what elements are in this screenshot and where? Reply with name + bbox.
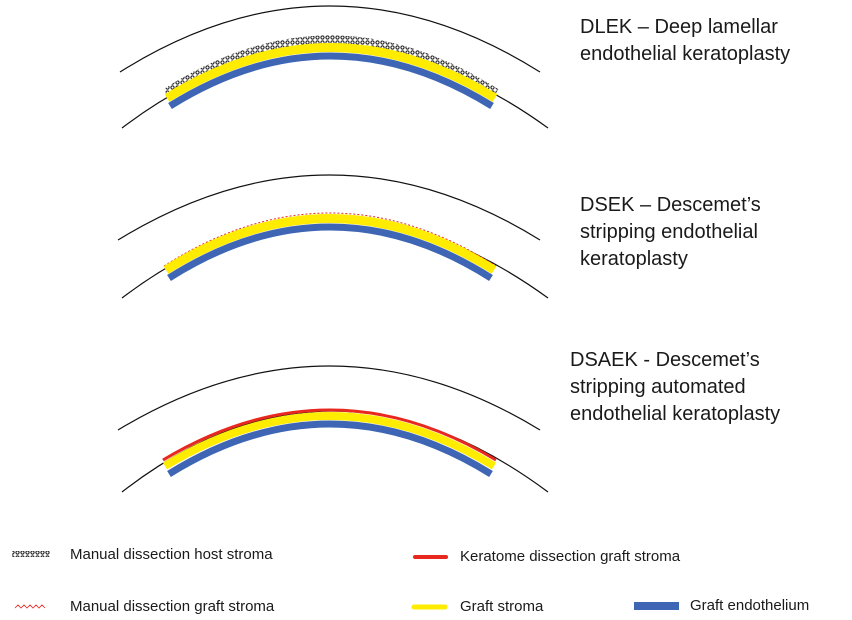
cornea-outer-curve bbox=[119, 5, 541, 73]
legend-label-keratome-graft-stroma: Keratome dissection graft stroma bbox=[460, 548, 681, 565]
dsaek-title: DSAEK - Descemet’s stripping automated e… bbox=[570, 347, 780, 428]
dsek-title-line-3: keratoplasty bbox=[580, 248, 688, 270]
legend bbox=[12, 551, 679, 610]
dsaek-panel bbox=[117, 365, 549, 493]
cornea-outer-curve bbox=[117, 174, 541, 241]
dsek-title: DSEK – Descemet’s stripping endothelial … bbox=[580, 192, 761, 273]
dsek-panel bbox=[117, 174, 549, 299]
legend-swatch-manual-host-stroma bbox=[12, 551, 50, 557]
dsaek-title-line-1: DSAEK - Descemet’s bbox=[570, 349, 760, 371]
dlek-panel bbox=[119, 5, 549, 129]
dsaek-title-line-3: endothelial keratoplasty bbox=[570, 403, 781, 425]
graft-stroma-layer bbox=[163, 214, 497, 274]
legend-label-graft-stroma: Graft stroma bbox=[460, 598, 544, 615]
dlek-title: DLEK – Deep lamellar endothelial keratop… bbox=[580, 14, 790, 68]
legend-swatch-manual-graft-stroma bbox=[14, 604, 46, 609]
manual-dissection-graft-stroma-layer bbox=[163, 212, 497, 267]
dsaek-title-line-2: stripping automated bbox=[570, 376, 746, 398]
graft-stroma-layer bbox=[164, 43, 498, 102]
legend-label-graft-endothelium: Graft endothelium bbox=[690, 597, 810, 614]
graft-endothelium-layer bbox=[167, 420, 493, 477]
dlek-title-line-2: endothelial keratoplasty bbox=[580, 43, 791, 65]
graft-endothelium-layer bbox=[167, 223, 493, 281]
dsek-title-line-1: DSEK – Descemet’s bbox=[580, 194, 761, 216]
keratome-dissection-graft-stroma-layer bbox=[162, 408, 497, 462]
legend-label-manual-graft-stroma: Manual dissection graft stroma bbox=[70, 598, 275, 615]
cornea-outer-curve bbox=[117, 365, 541, 431]
legend-swatch-graft-endothelium bbox=[634, 602, 679, 610]
dlek-title-line-1: DLEK – Deep lamellar bbox=[580, 16, 778, 38]
dsek-title-line-2: stripping endothelial bbox=[580, 221, 758, 243]
manual-dissection-host-stroma-layer bbox=[163, 35, 499, 97]
legend-label-manual-host-stroma: Manual dissection host stroma bbox=[70, 546, 273, 563]
graft-stroma-layer bbox=[162, 412, 497, 470]
graft-endothelium-layer bbox=[168, 52, 494, 109]
